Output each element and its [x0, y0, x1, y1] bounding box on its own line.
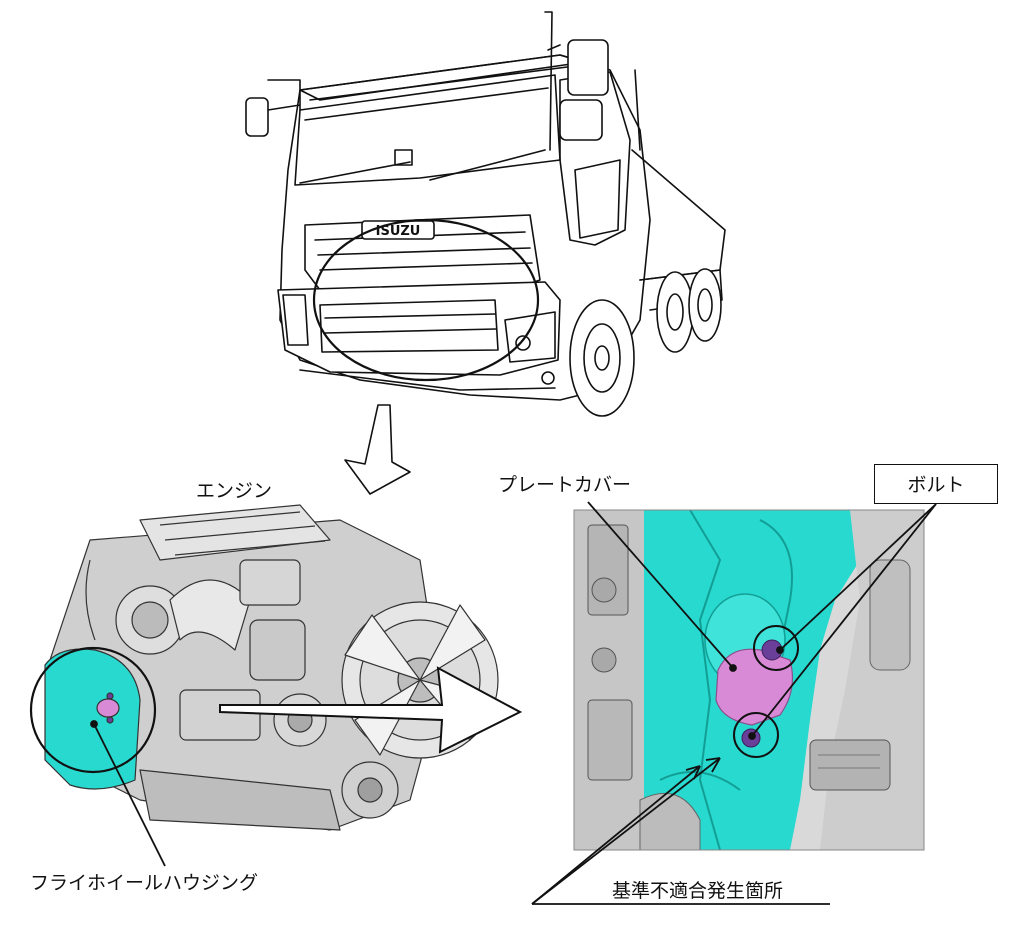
truck-brand-badge: ISUZU: [376, 224, 421, 239]
leader-lines: [90, 501, 937, 905]
grille-highlight-ellipse: [312, 218, 540, 382]
engine-highlight-circle: [29, 646, 157, 774]
engine-illustration: [44, 504, 499, 831]
bolt-label: ボルト: [874, 464, 998, 504]
down-arrow: [344, 404, 411, 495]
zoom-panel: [573, 509, 925, 851]
truck-illustration: ISUZU: [245, 11, 726, 417]
right-arrow: [219, 666, 523, 754]
flywheel-housing-label: フライホイールハウジング: [30, 872, 259, 894]
engine-label: エンジン: [196, 480, 273, 502]
defect-location-label: 基準不適合発生箇所: [612, 880, 784, 902]
flywheel-housing-shape: [44, 648, 141, 790]
plate-cover-label: プレートカバー: [498, 474, 632, 496]
